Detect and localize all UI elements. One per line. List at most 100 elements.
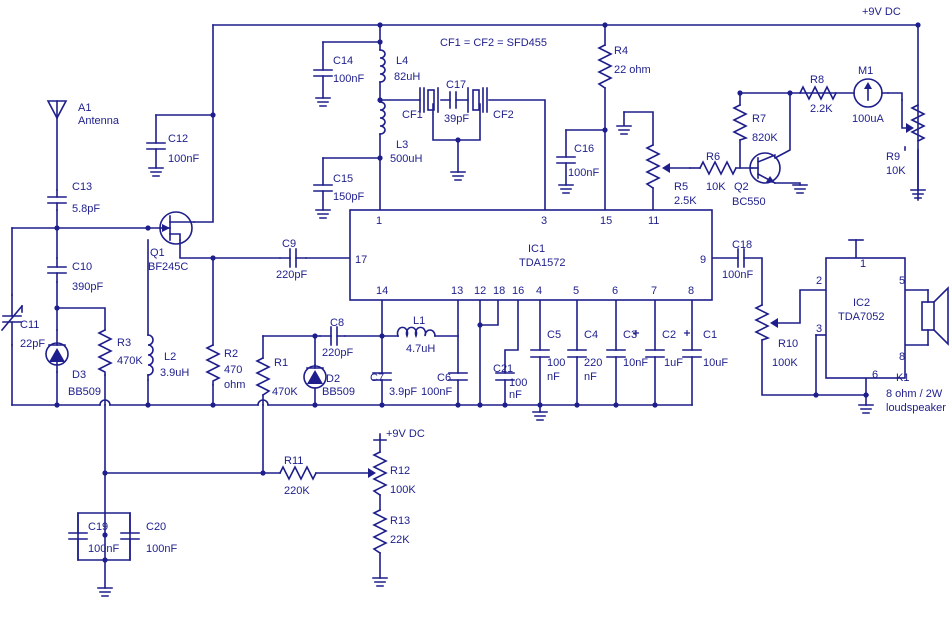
c4-value-1: 220 — [584, 357, 602, 369]
transistor-q1: Q1 BF245C — [148, 211, 195, 273]
r2-value-1: 470 — [224, 364, 242, 376]
ground-icon — [372, 577, 388, 587]
l1-value: 4.7uH — [406, 343, 435, 355]
c5-value-2: nF — [547, 371, 560, 383]
ic1-pin-13: 13 — [451, 285, 463, 297]
k1-value-2: loudspeaker — [886, 402, 946, 414]
c20-value: 100nF — [146, 543, 177, 555]
c6-value: 100nF — [421, 386, 452, 398]
ic1-ref: IC1 — [528, 243, 545, 255]
m1-value: 100uA — [852, 113, 884, 125]
c10-ref: C10 — [72, 261, 92, 273]
supply-label-r12: +9V DC — [386, 428, 425, 440]
r11-value: 220K — [284, 485, 310, 497]
r12-value: 100K — [390, 484, 416, 496]
r4-ref: R4 — [614, 45, 628, 57]
c12-ref: C12 — [168, 133, 188, 145]
antenna-ref: A1 — [78, 102, 91, 114]
capacitor-c13: C13 5.8pF — [47, 181, 100, 215]
capacitor-c20: C20 100nF — [120, 512, 177, 561]
k1-value-1: 8 ohm / 2W — [886, 388, 943, 400]
potentiometer-r10: R10 100K — [754, 303, 798, 369]
ic1-pin-11: 11 — [648, 215, 659, 227]
ground-icon — [858, 404, 874, 414]
r13-ref: R13 — [390, 515, 410, 527]
c14-value: 100nF — [333, 73, 364, 85]
c15-value: 150pF — [333, 191, 364, 203]
l2-ref: L2 — [164, 351, 176, 363]
resistor-r7: R7 820K — [732, 103, 778, 144]
c21-value-1: 100 — [509, 377, 527, 389]
capacitor-c11: C11 22pF — [0, 294, 45, 350]
r10-value: 100K — [772, 357, 798, 369]
r3-value: 470K — [117, 355, 143, 367]
c9-value: 220pF — [276, 269, 307, 281]
ic2-pin-3: 3 — [816, 323, 822, 335]
r2-value-2: ohm — [224, 379, 245, 391]
inductor-l2: L2 3.9uH — [147, 334, 189, 381]
ic1-pin-8: 8 — [688, 285, 694, 297]
inductor-l1: L1 4.7uH — [396, 315, 436, 355]
r12-ref: R12 — [390, 465, 410, 477]
c16-ref: C16 — [574, 143, 594, 155]
ground-icon — [450, 171, 466, 181]
q2-part: BC550 — [732, 196, 766, 208]
r1-ref: R1 — [274, 357, 288, 369]
c18-value: 100nF — [722, 269, 753, 281]
l1-ref: L1 — [413, 315, 425, 327]
supply-tee-icon — [373, 433, 387, 441]
c3-ref: C3 — [623, 329, 637, 341]
capacitor-c12: C12 100nF — [146, 114, 199, 169]
ic1-part: TDA1572 — [519, 257, 565, 269]
c2-value: 1uF — [664, 357, 683, 369]
capacitor-c18: C18 100nF — [722, 239, 753, 281]
d3-ref: D3 — [72, 369, 86, 381]
ic1-pin-5: 5 — [573, 285, 579, 297]
ground-icon — [532, 411, 548, 421]
ic1-pin-18: 18 — [493, 285, 505, 297]
ic2-ref: IC2 — [853, 297, 870, 309]
l3-ref: L3 — [396, 139, 408, 151]
l2-value: 3.9uH — [160, 367, 189, 379]
c13-ref: C13 — [72, 181, 92, 193]
capacitor-c6: C6 100nF — [421, 372, 468, 398]
capacitor-c21: C21 100 nF — [493, 363, 527, 401]
capacitor-c17: C17 39pF — [440, 79, 469, 125]
resistor-r8: R8 2.2K — [798, 74, 838, 115]
r1-value: 470K — [272, 386, 298, 398]
capacitor-c14: C14 100nF — [313, 41, 364, 99]
q1-part: BF245C — [148, 261, 188, 273]
r2-ref: R2 — [224, 348, 238, 360]
c12-value: 100nF — [168, 153, 199, 165]
ic2-pin-5: 5 — [899, 275, 905, 287]
ground-symbols — [97, 97, 926, 597]
ic1-pin-15: 15 — [600, 215, 612, 227]
l3-value: 500uH — [390, 153, 422, 165]
wires — [11, 24, 929, 589]
ground-icon — [910, 189, 926, 199]
potentiometer-r12: R12 100K — [368, 450, 416, 497]
c9-ref: C9 — [282, 238, 296, 250]
ic2-pin-8: 8 — [899, 351, 905, 363]
ic1-pin-1: 1 — [376, 215, 382, 227]
c1-ref: C1 — [703, 329, 717, 341]
capacitor-c16: C16 100nF — [556, 129, 599, 186]
r11-ref: R11 — [284, 455, 303, 467]
c13-value: 5.8pF — [72, 203, 100, 215]
inductor-l3: L3 500uH — [379, 101, 422, 165]
ic1-pin-4: 4 — [536, 285, 542, 297]
m1-ref: M1 — [858, 65, 873, 77]
r7-ref: R7 — [752, 113, 766, 125]
ground-icon — [315, 97, 331, 107]
potentiometer-r5: R5 2.5K — [645, 143, 697, 207]
l4-ref: L4 — [396, 55, 408, 67]
inductor-l4: L4 82uH — [379, 49, 420, 83]
ground-icon — [97, 587, 113, 597]
capacitor-c3: C3 10nF — [606, 329, 648, 369]
resistor-r4: R4 22 ohm — [597, 43, 651, 90]
c6-ref: C6 — [437, 372, 451, 384]
resistor-r2: R2 470 ohm — [205, 343, 245, 391]
capacitor-c4: C4 220 nF — [567, 329, 602, 383]
resistor-r1: R1 470K — [255, 356, 298, 398]
